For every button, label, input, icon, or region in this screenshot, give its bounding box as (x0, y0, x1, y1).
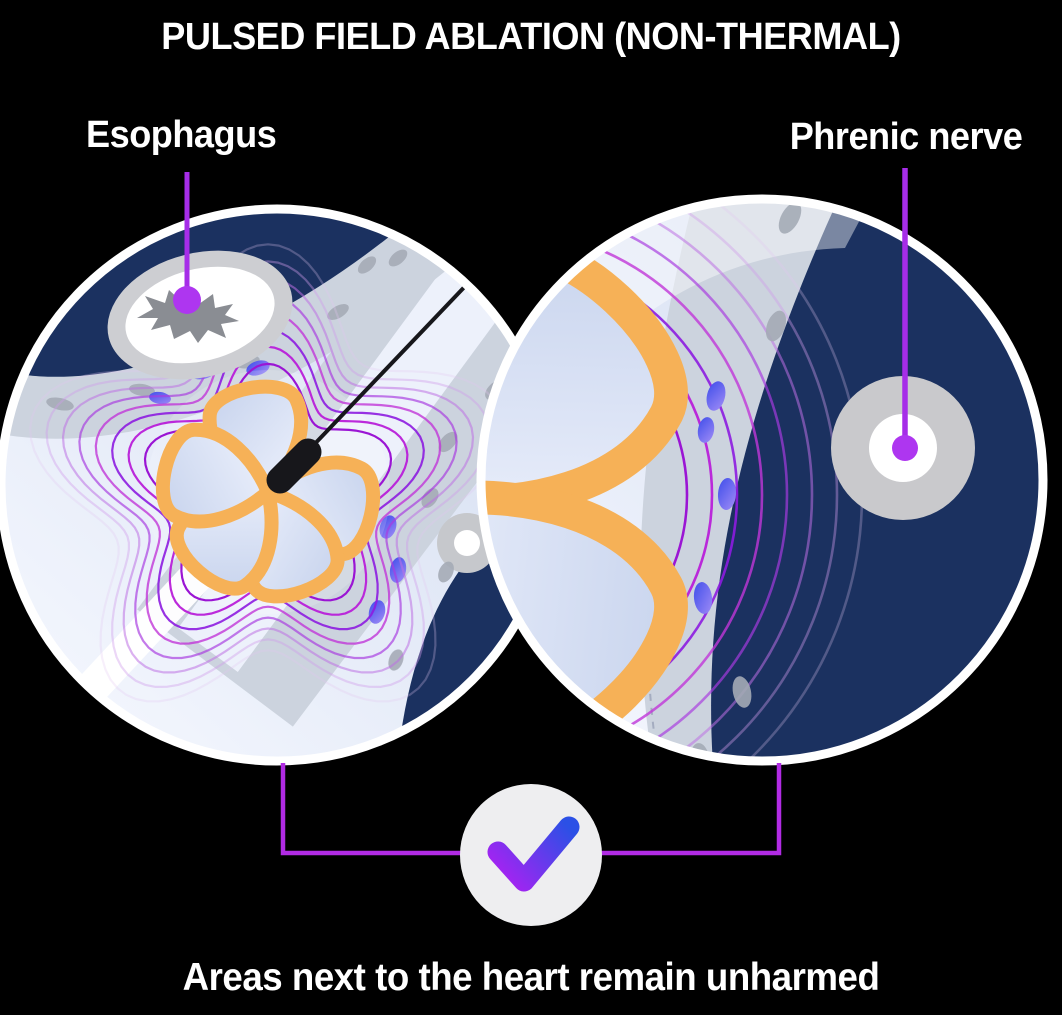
caption: Areas next to the heart remain unharmed (182, 956, 880, 999)
page-title: PULSED FIELD ABLATION (NON-THERMAL) (161, 16, 901, 58)
check-badge-circle (460, 784, 602, 926)
checkmark-icon (487, 816, 580, 892)
tissue-band (640, 202, 850, 758)
field-lines-left (29, 243, 507, 703)
safety-callout (280, 763, 782, 926)
atrial-wall-band (4, 212, 476, 439)
catheter-tip (266, 438, 322, 494)
phrenic-nerve-label: Phrenic nerve (789, 116, 1023, 158)
esophagus-pointer-dot (173, 286, 201, 314)
right-circle-rim (476, 194, 1048, 766)
starburst-icon (137, 290, 239, 343)
catheter-shaft (305, 276, 475, 454)
leader-lines (173, 168, 918, 461)
tissue-cells-blue (580, 381, 737, 758)
nerve-dot-icon (892, 435, 918, 461)
esophagus-label: Esophagus (86, 114, 277, 156)
